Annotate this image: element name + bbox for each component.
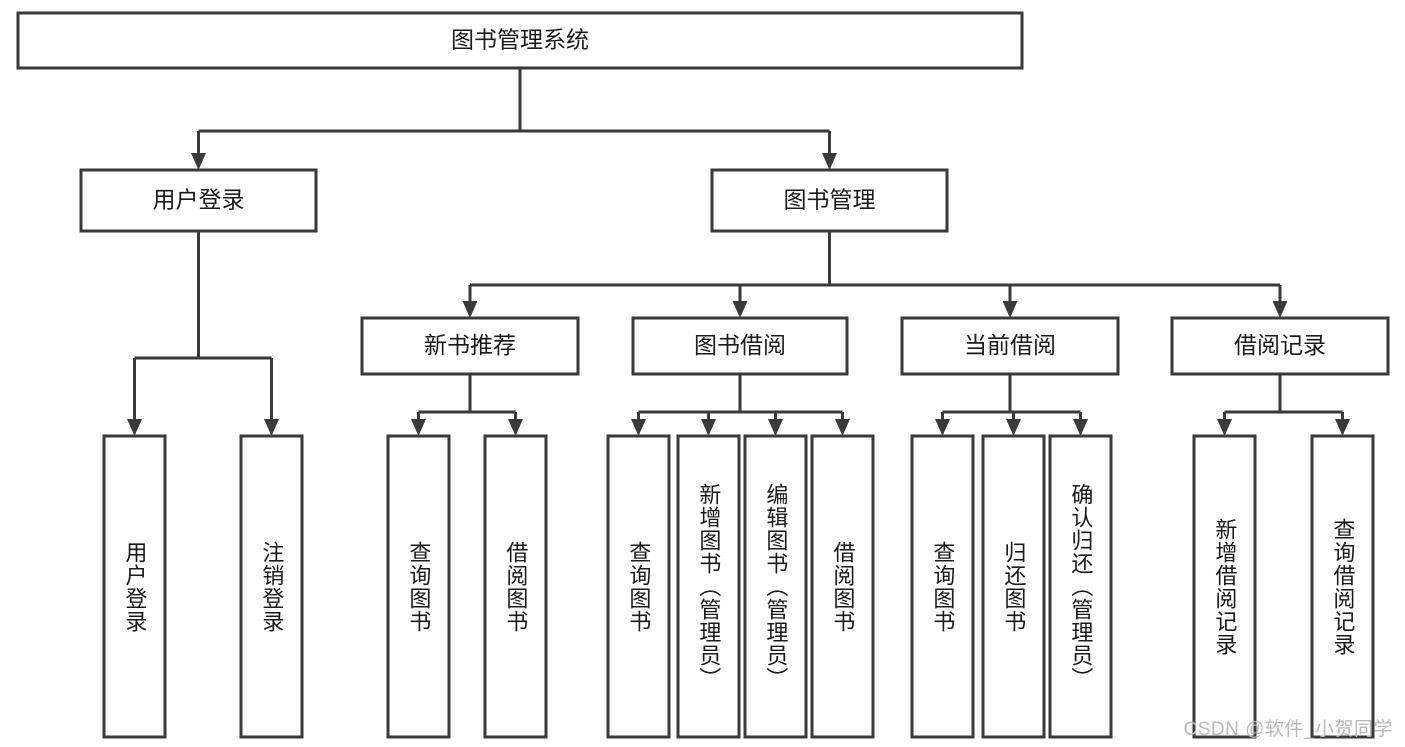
node-box-book-borrow[interactable]: [631, 316, 849, 376]
watermark-text: CSDN @软件_小贺同学: [1183, 719, 1393, 740]
node-box-leaf-borrow-book-2[interactable]: [810, 434, 875, 739]
edge-group-root: [191, 68, 837, 170]
node-box-user-login[interactable]: [79, 168, 318, 233]
edge-group-user-login: [127, 231, 279, 436]
node-box-leaf-query-record[interactable]: [1310, 434, 1375, 739]
node-box-leaf-confirm-return[interactable]: [1048, 434, 1113, 739]
connector-layer: [127, 68, 1350, 436]
node-box-leaf-query-book-2[interactable]: [606, 434, 671, 739]
node-box-leaf-user-login[interactable]: [102, 434, 167, 739]
node-box-new-book-recommend[interactable]: [360, 316, 580, 376]
node-box-leaf-query-book-1[interactable]: [386, 434, 451, 739]
node-box-current-borrow[interactable]: [900, 316, 1120, 376]
node-label-new-book-recommend: 新书推荐: [424, 332, 516, 358]
edge-group-new-book-recommend: [411, 374, 523, 436]
node-label-current-borrow: 当前借阅: [964, 332, 1056, 358]
edge-group-book-borrow: [631, 374, 850, 436]
node-label-user-login: 用户登录: [153, 187, 245, 213]
node-box-leaf-edit-book[interactable]: [743, 434, 808, 739]
node-box-leaf-logout[interactable]: [239, 434, 304, 739]
node-label-borrow-record: 借阅记录: [1234, 332, 1326, 358]
node-box-root[interactable]: [16, 11, 1024, 70]
node-box-leaf-add-record[interactable]: [1192, 434, 1257, 739]
node-box-leaf-add-book[interactable]: [676, 434, 741, 739]
node-box-layer: [16, 11, 1390, 739]
node-label-book-management: 图书管理: [784, 187, 876, 213]
node-label-root: 图书管理系统: [451, 27, 589, 53]
edge-group-book-management: [462, 231, 1288, 318]
node-label-book-borrow: 图书借阅: [694, 332, 786, 358]
node-box-borrow-record[interactable]: [1170, 316, 1390, 376]
edge-group-current-borrow: [935, 374, 1088, 436]
node-box-leaf-borrow-book-1[interactable]: [483, 434, 548, 739]
node-box-leaf-return-book[interactable]: [981, 434, 1046, 739]
edge-group-borrow-record: [1217, 374, 1350, 436]
node-box-book-management[interactable]: [710, 168, 949, 233]
node-box-leaf-query-book-3[interactable]: [910, 434, 975, 739]
